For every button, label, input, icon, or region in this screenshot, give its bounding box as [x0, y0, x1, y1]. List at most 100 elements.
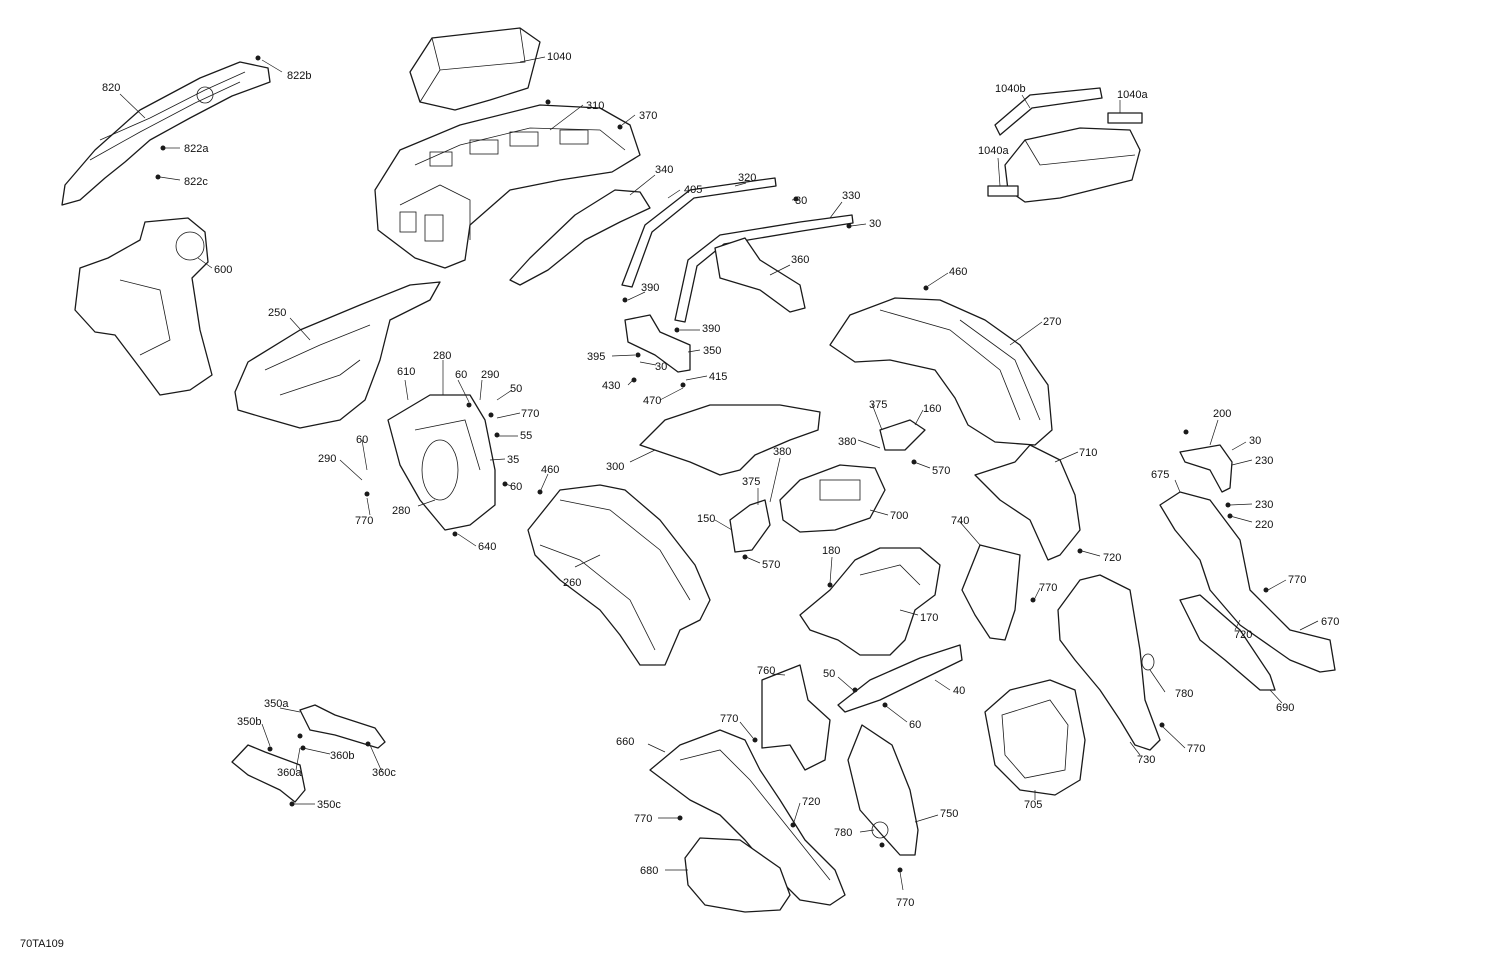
part-760	[761, 664, 831, 771]
callout-170: 170	[920, 612, 938, 624]
callout-822a: 822a	[184, 143, 209, 155]
part-350	[624, 314, 691, 373]
callout-30-a: 30	[795, 195, 807, 207]
part-300	[639, 404, 821, 476]
callout-160: 160	[923, 403, 941, 415]
part-680	[684, 837, 791, 913]
callout-670: 670	[1321, 616, 1339, 628]
callout-180: 180	[822, 545, 840, 557]
callout-30-d: 30	[1249, 435, 1261, 447]
callout-300: 300	[606, 461, 624, 473]
callout-390-a: 390	[641, 282, 659, 294]
part-600	[74, 217, 213, 396]
part-705	[984, 679, 1086, 796]
callout-280-b: 280	[392, 505, 410, 517]
part-40	[837, 644, 963, 713]
callout-430: 430	[602, 380, 620, 392]
part-360-assembly	[299, 704, 386, 749]
callout-822c: 822c	[184, 176, 208, 188]
callout-822b: 822b	[287, 70, 311, 82]
callout-460-a: 460	[949, 266, 967, 278]
callout-260: 260	[563, 577, 581, 589]
callout-350c: 350c	[317, 799, 341, 811]
callout-770-f: 770	[1187, 743, 1205, 755]
callout-570-b: 570	[762, 559, 780, 571]
callout-250: 250	[268, 307, 286, 319]
callout-570-a: 570	[932, 465, 950, 477]
callout-690: 690	[1276, 702, 1294, 714]
callout-35: 35	[507, 454, 519, 466]
callout-395: 395	[587, 351, 605, 363]
callout-820: 820	[102, 82, 120, 94]
callout-375-a: 375	[869, 399, 887, 411]
callout-380-a: 380	[838, 436, 856, 448]
drawing-code: 70TA109	[20, 938, 64, 950]
callout-770-e: 770	[720, 713, 738, 725]
part-675	[1159, 491, 1336, 673]
callout-415: 415	[709, 371, 727, 383]
callout-700: 700	[890, 510, 908, 522]
callout-60-a: 60	[455, 369, 467, 381]
part-310	[374, 104, 641, 269]
part-150	[729, 499, 771, 553]
callout-390-b: 390	[702, 323, 720, 335]
part-1040-box-right	[1004, 127, 1141, 203]
callout-600: 600	[214, 264, 232, 276]
callout-360a: 360a	[277, 767, 302, 779]
callout-1040a-side: 1040a	[978, 145, 1009, 157]
callout-40: 40	[953, 685, 965, 697]
callout-370: 370	[639, 110, 657, 122]
callout-375-b: 375	[742, 476, 760, 488]
part-700	[779, 464, 886, 533]
part-820	[61, 61, 271, 206]
part-outlines	[61, 27, 1336, 913]
callout-230-b: 230	[1255, 499, 1273, 511]
part-170	[799, 547, 941, 656]
callout-55: 55	[520, 430, 532, 442]
callout-290-a: 290	[481, 369, 499, 381]
callout-50-b: 50	[823, 668, 835, 680]
callout-60-c: 60	[510, 481, 522, 493]
callout-320: 320	[738, 172, 756, 184]
callout-730: 730	[1137, 754, 1155, 766]
callout-350b: 350b	[237, 716, 261, 728]
callout-705: 705	[1024, 799, 1042, 811]
callout-720-c: 720	[802, 796, 820, 808]
callout-360: 360	[791, 254, 809, 266]
part-260	[527, 484, 711, 666]
leader-lines	[119, 56, 1319, 891]
callout-770-h: 770	[896, 897, 914, 909]
callout-750: 750	[940, 808, 958, 820]
part-660	[649, 729, 846, 906]
callout-30-b: 30	[869, 218, 881, 230]
callout-350a: 350a	[264, 698, 289, 710]
callout-610: 610	[397, 366, 415, 378]
callout-770-d: 770	[1288, 574, 1306, 586]
part-320	[621, 177, 777, 288]
callout-270: 270	[1043, 316, 1061, 328]
callout-460-b: 460	[541, 464, 559, 476]
callout-405: 405	[684, 184, 702, 196]
part-1040a-top	[1107, 112, 1143, 124]
callout-770-c: 770	[1039, 582, 1057, 594]
part-1040	[409, 27, 541, 111]
part-740	[961, 544, 1021, 641]
part-360	[714, 237, 806, 313]
callout-760: 760	[757, 665, 775, 677]
callout-675: 675	[1151, 469, 1169, 481]
part-270	[829, 297, 1053, 446]
part-690	[1179, 594, 1276, 691]
callout-230-a: 230	[1255, 455, 1273, 467]
callout-770-b: 770	[355, 515, 373, 527]
callout-280-a: 280	[433, 350, 451, 362]
callout-labels: 820 822b 822a 822c 1040 310 370 1040b 10…	[102, 51, 1339, 909]
callout-720-a: 720	[1103, 552, 1121, 564]
callout-360b: 360b	[330, 750, 354, 762]
callout-310: 310	[586, 100, 604, 112]
part-200	[1179, 444, 1233, 493]
callout-780-b: 780	[834, 827, 852, 839]
part-730	[1057, 574, 1161, 751]
callout-30-c: 30	[655, 361, 667, 373]
part-160	[879, 419, 926, 451]
